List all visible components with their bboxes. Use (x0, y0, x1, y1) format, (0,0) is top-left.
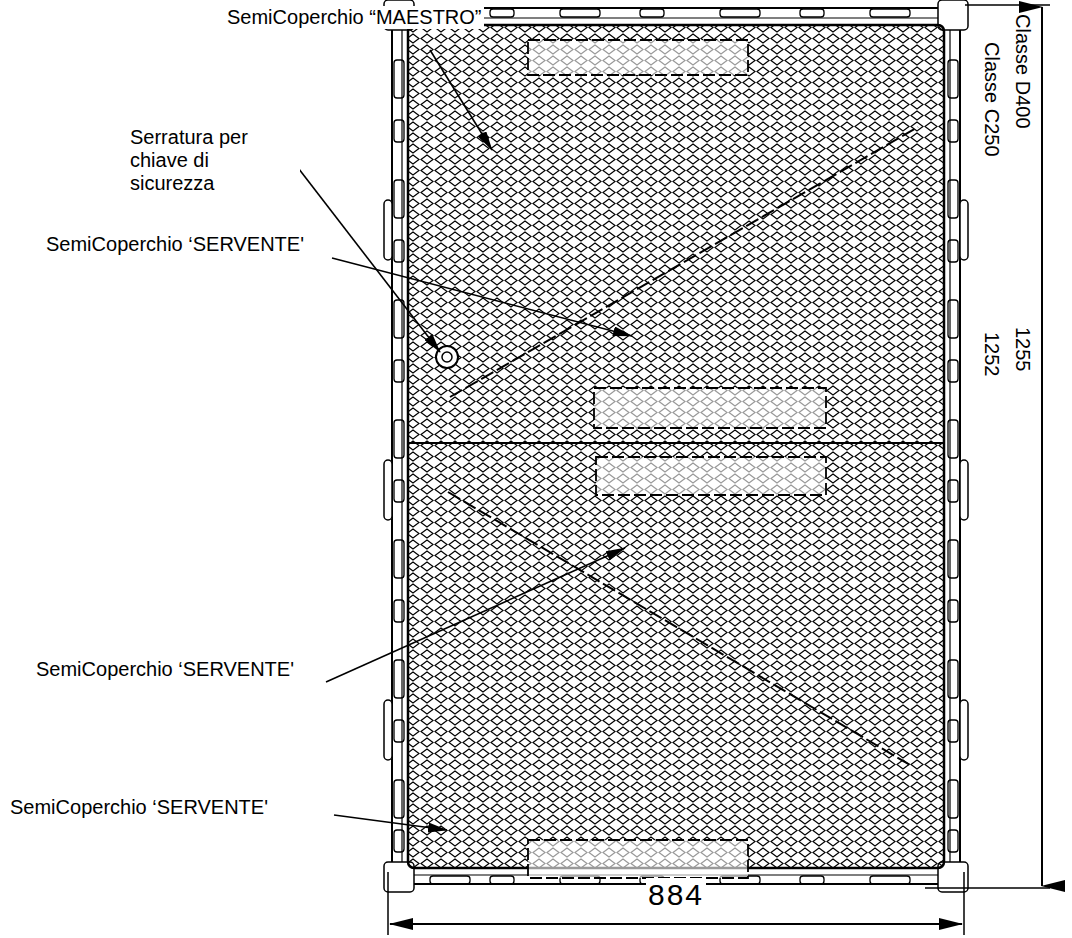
frame-outline (392, 8, 960, 884)
class-label: Classe D400 (1011, 12, 1034, 131)
dimensions (388, 5, 1050, 935)
frame-lug (384, 700, 392, 760)
lifting-slot (594, 388, 826, 428)
frame-slot (800, 876, 824, 884)
frame-slot (394, 660, 404, 698)
frame-slot (800, 9, 824, 17)
lifting-slot (596, 457, 826, 495)
leader-lines (292, 50, 632, 830)
frame-slot (560, 9, 600, 17)
leader-line (326, 548, 625, 682)
frame-slot (720, 9, 760, 17)
extension-line (963, 872, 965, 935)
frame-slot (394, 180, 404, 218)
part-label: Serratura per chiave di sicurezza (128, 126, 300, 195)
frame-slot (394, 540, 404, 578)
frame-slot (948, 660, 958, 698)
frame-slot (394, 830, 404, 852)
frame-slot (948, 830, 958, 852)
frame-slot (948, 540, 958, 578)
frame-slot (490, 9, 514, 17)
hinge-line (450, 127, 918, 397)
security-lock (442, 352, 452, 362)
frame-slot (870, 876, 910, 884)
leader-line (430, 50, 492, 150)
part-label: SemiCoperchio ‘SERVENTE' (44, 233, 306, 256)
class-label: Classe C250 (980, 40, 1003, 159)
frame-slot (948, 180, 958, 218)
frame-slot (430, 876, 470, 884)
frame (384, 0, 968, 892)
frame-slot (948, 360, 958, 382)
frame-slot (640, 9, 664, 17)
hinge-line (448, 492, 910, 765)
part-label: SemiCoperchio ‘SERVENTE' (8, 796, 270, 819)
frame-slot (948, 120, 958, 142)
dimension-value: 884 (646, 878, 706, 913)
leader-line (334, 815, 447, 830)
security-lock (436, 346, 458, 368)
frame-lug (960, 700, 968, 760)
frame-slot (948, 720, 958, 742)
frame-slot (394, 600, 404, 622)
frame-slot (394, 420, 404, 458)
frame-lug (384, 460, 392, 520)
extension-line (925, 887, 1050, 889)
frame-slot (948, 60, 958, 98)
frame-slot (394, 480, 404, 502)
dimension-value: 1252 (980, 330, 1003, 379)
frame-slot (394, 780, 404, 818)
extension-line (965, 4, 1050, 6)
lifting-slot (528, 40, 748, 75)
dimension-line (390, 923, 962, 925)
frame-slot (394, 60, 404, 98)
leader-line (292, 160, 440, 352)
frame-slot (948, 300, 958, 338)
frame-slot (948, 780, 958, 818)
cover-plate (408, 25, 944, 868)
frame-slot (394, 240, 404, 262)
frame-lug (960, 460, 968, 520)
dimension-value: 1255 (1011, 325, 1034, 374)
frame-slot (394, 300, 404, 338)
extension-line (387, 872, 389, 935)
frame-slot (948, 420, 958, 458)
dimension-line (1041, 7, 1043, 886)
leader-line (332, 258, 632, 336)
part-label: SemiCoperchio ‘SERVENTE' (34, 658, 296, 681)
frame-slot (948, 480, 958, 502)
frame-lug (960, 200, 968, 260)
frame-lug (384, 200, 392, 260)
split-line (408, 442, 944, 444)
part-label: SemiCoperchio “MAESTRO” (225, 6, 484, 29)
frame-slot (394, 120, 404, 142)
cover (408, 25, 944, 878)
frame-slot (948, 600, 958, 622)
lifting-slot (528, 840, 748, 878)
frame-slot (870, 9, 910, 17)
frame-slot (394, 360, 404, 382)
frame-inner-edge (402, 18, 950, 875)
frame-slot (394, 720, 404, 742)
frame-slot (490, 876, 514, 884)
frame-slot (948, 240, 958, 262)
